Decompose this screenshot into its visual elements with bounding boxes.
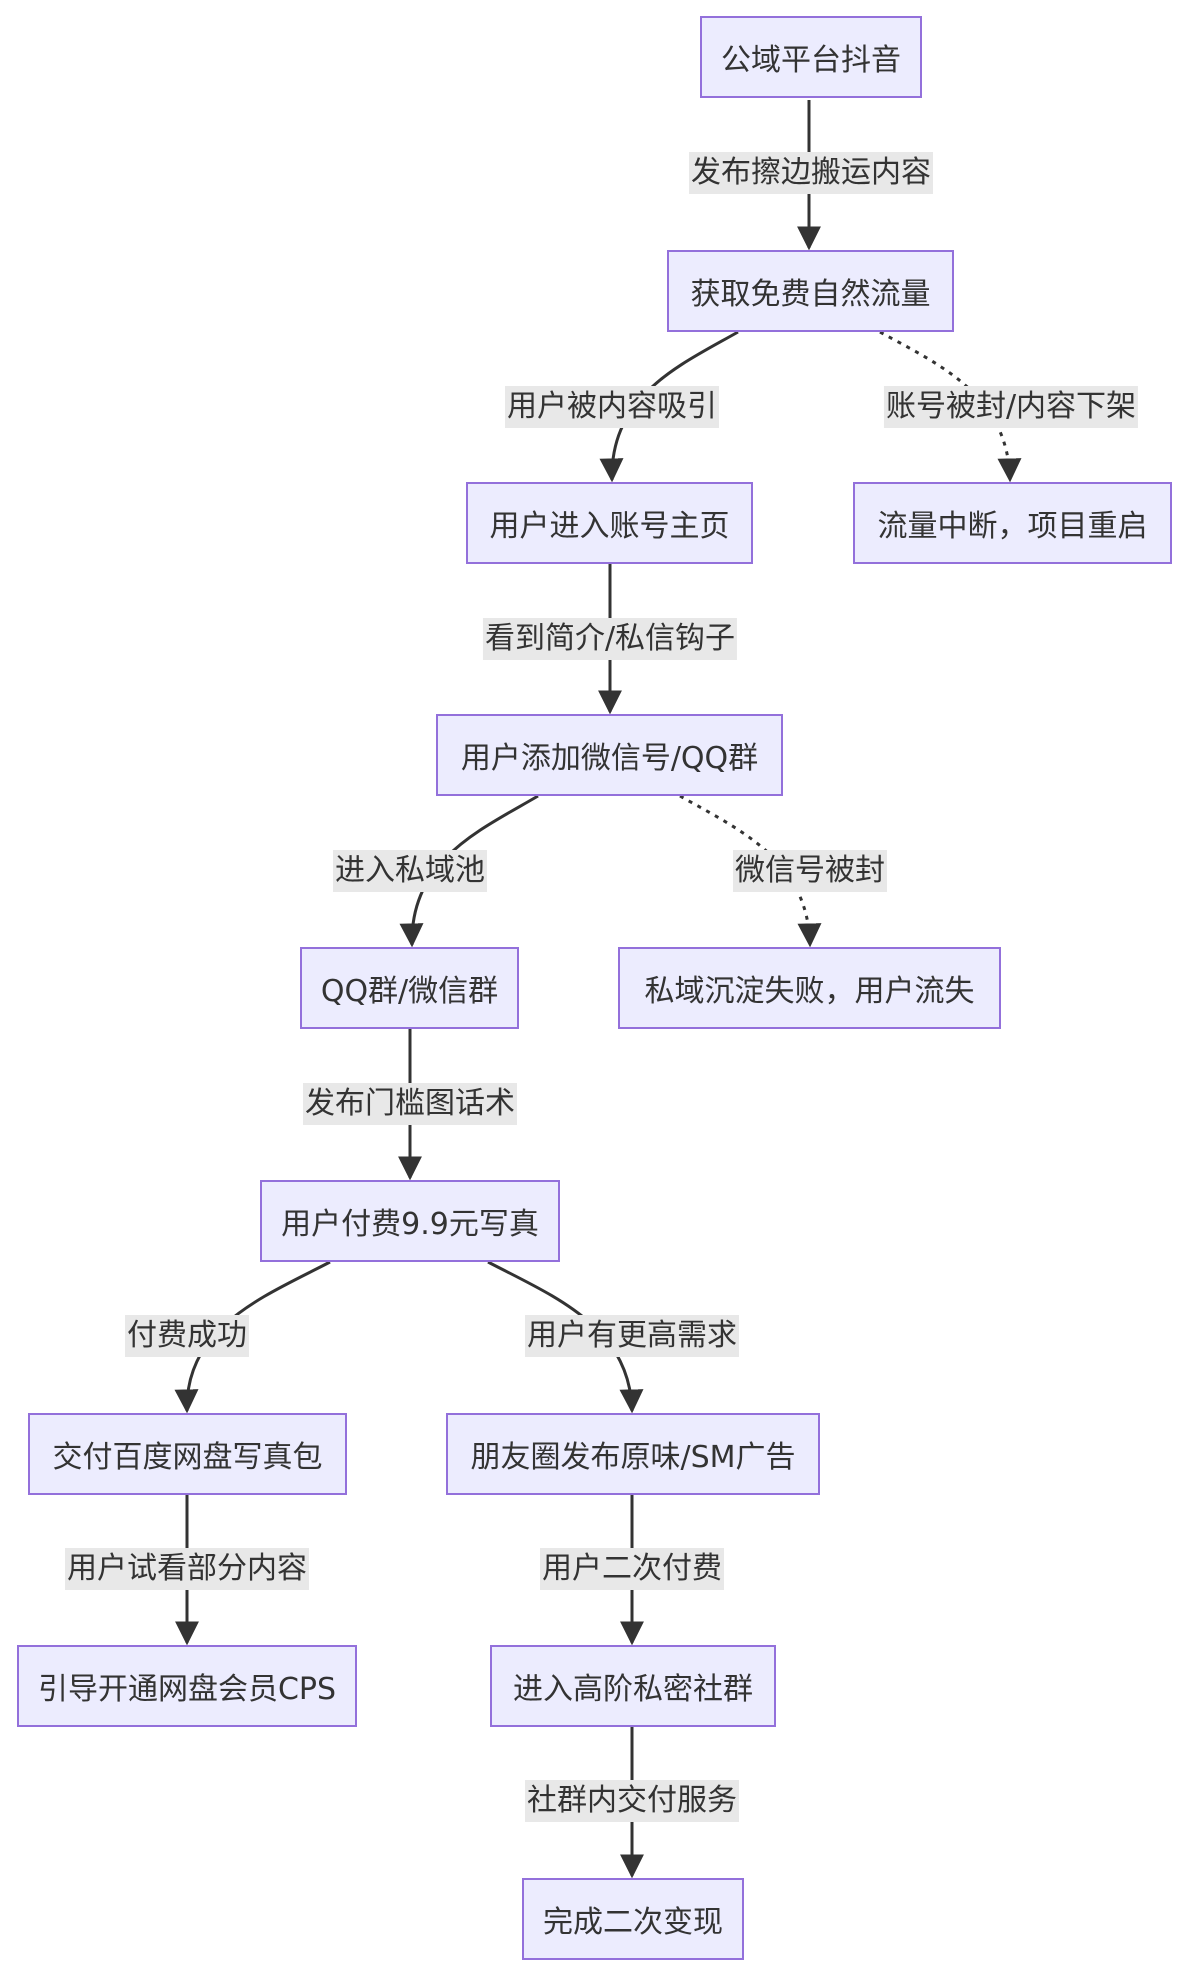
- edge-label-higher-demand: 用户有更高需求: [525, 1315, 739, 1357]
- node-traffic: 获取免费自然流量: [667, 250, 954, 332]
- edge-label-second-pay: 用户二次付费: [540, 1548, 724, 1590]
- node-second: 完成二次变现: [522, 1878, 744, 1960]
- node-moments: 朋友圈发布原味/SM广告: [446, 1413, 820, 1495]
- edge-label-attracted: 用户被内容吸引: [505, 386, 719, 428]
- node-douyin: 公域平台抖音: [700, 16, 922, 98]
- edge-label-banned: 账号被封/内容下架: [883, 386, 1139, 428]
- node-interrupt: 流量中断，项目重启: [853, 482, 1172, 564]
- edge-label-paid: 付费成功: [125, 1315, 249, 1357]
- node-advanced: 进入高阶私密社群: [490, 1645, 776, 1727]
- edge-label-private-pool: 进入私域池: [333, 850, 487, 892]
- edge-label-wechat-banned: 微信号被封: [733, 850, 887, 892]
- edge-label-hook: 看到简介/私信钩子: [482, 618, 738, 660]
- node-homepage: 用户进入账号主页: [466, 482, 753, 564]
- node-pay99: 用户付费9.9元写真: [260, 1180, 560, 1262]
- node-addwechat: 用户添加微信号/QQ群: [436, 714, 783, 796]
- edge-label-threshold: 发布门槛图话术: [303, 1083, 517, 1125]
- edge-label-publish: 发布擦边搬运内容: [689, 152, 933, 194]
- node-cps: 引导开通网盘会员CPS: [17, 1645, 357, 1727]
- node-privfail: 私域沉淀失败，用户流失: [618, 947, 1001, 1029]
- node-deliver: 交付百度网盘写真包: [28, 1413, 347, 1495]
- node-qqgroup: QQ群/微信群: [300, 947, 519, 1029]
- edge-label-service: 社群内交付服务: [525, 1780, 739, 1822]
- edge-label-preview: 用户试看部分内容: [65, 1548, 309, 1590]
